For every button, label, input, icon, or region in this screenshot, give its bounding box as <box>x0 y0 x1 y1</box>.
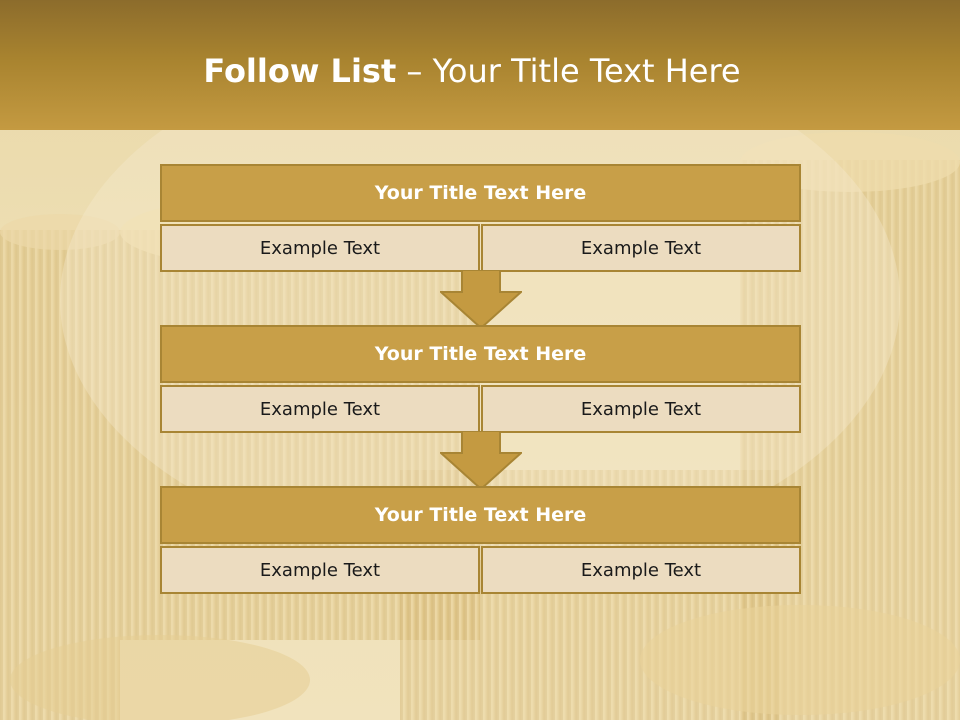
down-arrow-icon <box>440 270 522 330</box>
slide-title-rest: – Your Title Text Here <box>396 52 741 90</box>
block-cell-right[interactable]: Example Text <box>481 546 801 594</box>
block-title[interactable]: Your Title Text Here <box>160 164 801 222</box>
down-arrow-icon <box>440 431 522 491</box>
block-cell-left[interactable]: Example Text <box>160 224 480 272</box>
block-row: Example Text Example Text <box>160 224 801 272</box>
list-block-3: Your Title Text Here Example Text Exampl… <box>160 486 801 594</box>
block-row: Example Text Example Text <box>160 546 801 594</box>
header-band <box>0 0 960 130</box>
list-block-1: Your Title Text Here Example Text Exampl… <box>160 164 801 272</box>
slide-title-bold: Follow List <box>203 52 397 90</box>
block-title[interactable]: Your Title Text Here <box>160 325 801 383</box>
list-block-2: Your Title Text Here Example Text Exampl… <box>160 325 801 433</box>
block-title[interactable]: Your Title Text Here <box>160 486 801 544</box>
block-cell-right[interactable]: Example Text <box>481 385 801 433</box>
block-cell-left[interactable]: Example Text <box>160 546 480 594</box>
block-row: Example Text Example Text <box>160 385 801 433</box>
block-cell-left[interactable]: Example Text <box>160 385 480 433</box>
block-cell-right[interactable]: Example Text <box>481 224 801 272</box>
slide-title: Follow List – Your Title Text Here <box>0 52 944 90</box>
